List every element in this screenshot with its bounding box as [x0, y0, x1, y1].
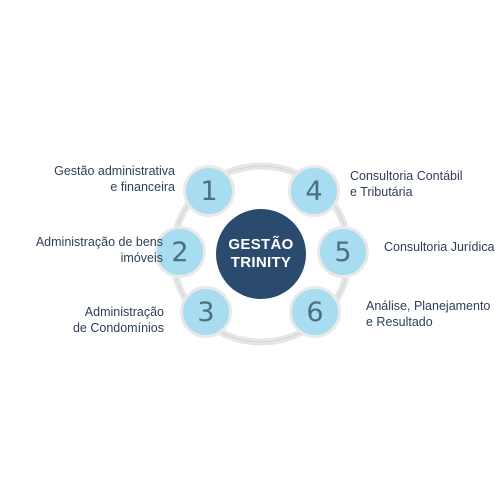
- label-2: Administração de bens imóveis: [36, 234, 163, 266]
- label-2-line2: imóveis: [120, 251, 163, 265]
- node-1-number: 1: [200, 176, 218, 207]
- label-3: Administração de Condomínios: [73, 304, 164, 336]
- label-4: Consultoria Contábil e Tributária: [350, 168, 463, 200]
- label-1-line2: e financeira: [110, 180, 175, 194]
- node-3: 3: [180, 286, 232, 338]
- node-5-number: 5: [334, 237, 352, 268]
- label-1: Gestão administrativa e financeira: [54, 163, 175, 195]
- center-hub: GESTÃO TRINITY: [216, 209, 306, 299]
- label-4-line2: e Tributária: [350, 185, 413, 199]
- label-2-line1: Administração de bens: [35, 235, 163, 249]
- label-5: Consultoria Jurídica: [384, 239, 494, 255]
- label-6-line1: Análise, Planejamento: [366, 299, 491, 313]
- label-3-line2: de Condomínios: [72, 321, 164, 335]
- label-1-line1: Gestão administrativa: [54, 164, 175, 178]
- label-5-line1: Consultoria Jurídica: [384, 240, 495, 254]
- label-4-line1: Consultoria Contábil: [350, 169, 463, 183]
- node-3-number: 3: [197, 297, 215, 328]
- label-6-line2: e Resultado: [366, 315, 433, 329]
- center-title-line1: GESTÃO: [228, 236, 294, 253]
- node-4: 4: [288, 165, 340, 217]
- node-6-number: 6: [306, 297, 324, 328]
- node-4-number: 4: [305, 176, 323, 207]
- label-6: Análise, Planejamento e Resultado: [366, 298, 490, 330]
- node-1: 1: [183, 165, 235, 217]
- center-title-line2: TRINITY: [230, 254, 292, 271]
- node-2-number: 2: [171, 237, 189, 268]
- node-5: 5: [317, 226, 369, 278]
- label-3-line1: Administração: [84, 305, 164, 319]
- node-2: 2: [154, 226, 206, 278]
- node-6: 6: [289, 286, 341, 338]
